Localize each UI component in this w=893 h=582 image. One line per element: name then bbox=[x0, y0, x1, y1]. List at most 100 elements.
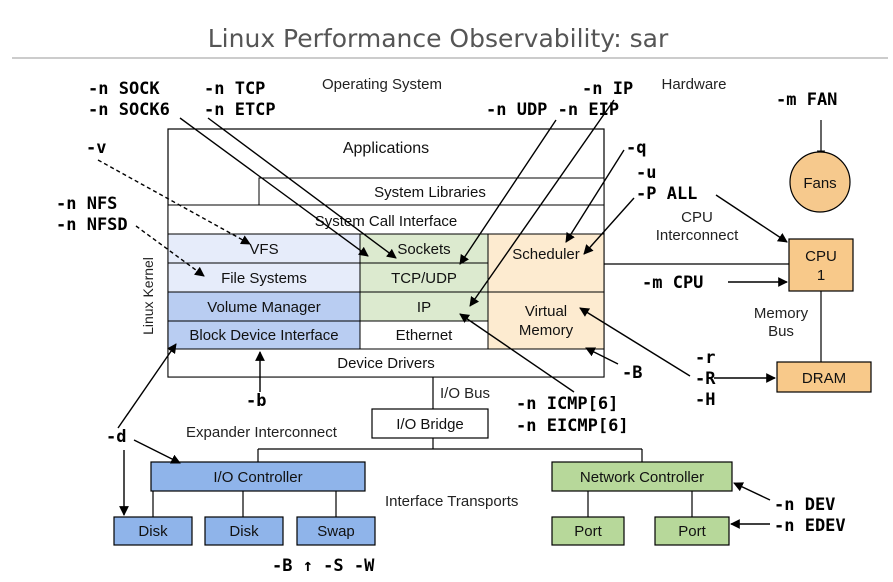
volume-manager-label: Volume Manager bbox=[207, 299, 320, 316]
option-ip: -n IP bbox=[582, 79, 633, 99]
arrow-nfs-filesystems bbox=[135, 225, 205, 277]
option-nfs-line-1: -n NFS bbox=[56, 194, 117, 214]
disk-2-label: Disk bbox=[229, 523, 259, 540]
option-r-R-H: -r-R-H bbox=[695, 348, 716, 410]
option-tcp: -n TCP-n ETCP bbox=[204, 79, 276, 120]
device-drivers-label: Device Drivers bbox=[337, 355, 435, 372]
sar-options: -n SOCK-n SOCK6 -n TCP-n ETCP -n IP -n U… bbox=[56, 79, 846, 576]
os-region-label: Operating System bbox=[322, 76, 442, 93]
option-cpu-all: -u-P ALL bbox=[636, 163, 697, 204]
io-controller-box bbox=[150, 461, 366, 492]
option-m-cpu: -m CPU bbox=[642, 273, 703, 293]
arrow-dev-netcontroller bbox=[733, 482, 771, 501]
option-nfs-line-2: -n NFSD bbox=[56, 215, 128, 235]
kernel-region-label: Linux Kernel bbox=[140, 257, 156, 335]
arrow-B-vm bbox=[585, 347, 619, 365]
swap-box bbox=[296, 516, 376, 546]
scheduler-box bbox=[487, 233, 605, 293]
option-sock-line-1: -n SOCK bbox=[88, 79, 160, 99]
option-sock: -n SOCK-n SOCK6 bbox=[88, 79, 170, 120]
io-bus-label: I/O Bus bbox=[440, 385, 490, 402]
applications-label: Applications bbox=[343, 140, 429, 157]
arrow-d-iocontroller bbox=[133, 439, 181, 464]
expander-interconnect-label: Expander Interconnect bbox=[186, 424, 338, 441]
option-v: -v bbox=[86, 138, 106, 158]
fans-circle bbox=[789, 151, 851, 213]
disk-1-label: Disk bbox=[138, 523, 168, 540]
port-2-box bbox=[654, 516, 730, 546]
hardware-region-label: Hardware bbox=[661, 76, 726, 93]
cpu-interconnect-label-line-2: Interconnect bbox=[656, 227, 739, 244]
arrow-ip-ip bbox=[469, 99, 615, 307]
option-fan: -m FAN bbox=[776, 90, 837, 110]
option-d: -d bbox=[106, 427, 126, 447]
volume-manager-box bbox=[167, 291, 361, 322]
memory-bus-label-line-2: Bus bbox=[768, 323, 794, 340]
ethernet-label: Ethernet bbox=[396, 327, 454, 344]
io-controller-label: I/O Controller bbox=[213, 469, 302, 486]
system-libraries-layer bbox=[258, 177, 605, 206]
option-q: -q bbox=[626, 138, 646, 158]
option-r-R-H-line-1: -r bbox=[695, 348, 715, 368]
arrow-R-vm bbox=[579, 307, 691, 377]
option-dev-line-2: -n EDEV bbox=[774, 516, 846, 536]
memory-bus-label-line-1: Memory bbox=[754, 305, 809, 322]
port-1-label: Port bbox=[574, 523, 602, 540]
swap-label: Swap bbox=[317, 523, 355, 540]
dram-label: DRAM bbox=[802, 370, 846, 387]
cpu-label-line-2: 1 bbox=[817, 267, 825, 284]
virtual-memory-label-line-2: Memory bbox=[519, 322, 574, 339]
option-arrows bbox=[97, 99, 788, 529]
arrow-icmp-ip bbox=[459, 313, 575, 393]
diagram-title: Linux Performance Observability: sar bbox=[208, 24, 669, 53]
option-icmp-line-2: -n EICMP[6] bbox=[516, 416, 629, 436]
arrow-tcp-tcpudp bbox=[207, 117, 397, 259]
cpu-label-line-1: CPU bbox=[805, 248, 837, 265]
option-cpu-all-line-1: -u bbox=[636, 163, 656, 183]
port-2-label: Port bbox=[678, 523, 706, 540]
cpu-label: CPU 1 bbox=[805, 248, 837, 284]
option-r-R-H-line-2: -R bbox=[695, 369, 716, 389]
file-systems-label: File Systems bbox=[221, 270, 307, 287]
tcp-udp-box bbox=[359, 262, 489, 293]
block-device-label: Block Device Interface bbox=[189, 327, 338, 344]
hardware-components: Fans CPU 1 DRAM I/O Bridge I/O Controller… bbox=[113, 151, 872, 546]
fans-label: Fans bbox=[803, 175, 836, 192]
option-nfs: -n NFS-n NFSD bbox=[56, 194, 128, 235]
arrow-p-scheduler bbox=[583, 197, 635, 255]
network-controller-label: Network Controller bbox=[580, 469, 704, 486]
option-r-R-H-line-3: -H bbox=[695, 390, 715, 410]
option-swap: -B ↑ -S -W bbox=[272, 556, 375, 576]
option-B-vm: -B bbox=[622, 363, 642, 383]
ethernet-box bbox=[359, 320, 489, 350]
io-bridge-box bbox=[371, 408, 489, 439]
arrow-v-vfs bbox=[97, 159, 251, 245]
syscall-interface-label: System Call Interface bbox=[315, 213, 458, 230]
tcp-udp-label: TCP/UDP bbox=[391, 270, 457, 287]
arrow-sock-tcpudp bbox=[179, 117, 369, 257]
sockets-label: Sockets bbox=[397, 241, 450, 258]
option-dev-line-1: -n DEV bbox=[774, 495, 835, 515]
option-sock-line-2: -n SOCK6 bbox=[88, 100, 170, 120]
option-tcp-line-1: -n TCP bbox=[204, 79, 265, 99]
cpu-box bbox=[788, 238, 854, 292]
arrow-u-cpu bbox=[715, 194, 788, 243]
interface-transports-label: Interface Transports bbox=[385, 493, 518, 510]
io-bridge-label: I/O Bridge bbox=[396, 416, 464, 433]
system-libraries-label: System Libraries bbox=[374, 184, 486, 201]
software-stack: Applications System Libraries System Cal… bbox=[167, 128, 605, 378]
virtual-memory-box bbox=[487, 291, 605, 350]
option-udp-eip: -n UDP -n EIP bbox=[486, 100, 619, 120]
option-icmp: -n ICMP[6]-n EICMP[6] bbox=[516, 394, 629, 436]
option-b-block: -b bbox=[246, 391, 266, 411]
port-1-box bbox=[551, 516, 625, 546]
option-tcp-line-2: -n ETCP bbox=[204, 100, 276, 120]
bus-lines bbox=[152, 120, 826, 517]
arrow-d-blockdev bbox=[117, 343, 177, 429]
arrow-q-scheduler bbox=[565, 149, 625, 243]
cpu-interconnect-label-line-1: CPU bbox=[681, 209, 713, 226]
